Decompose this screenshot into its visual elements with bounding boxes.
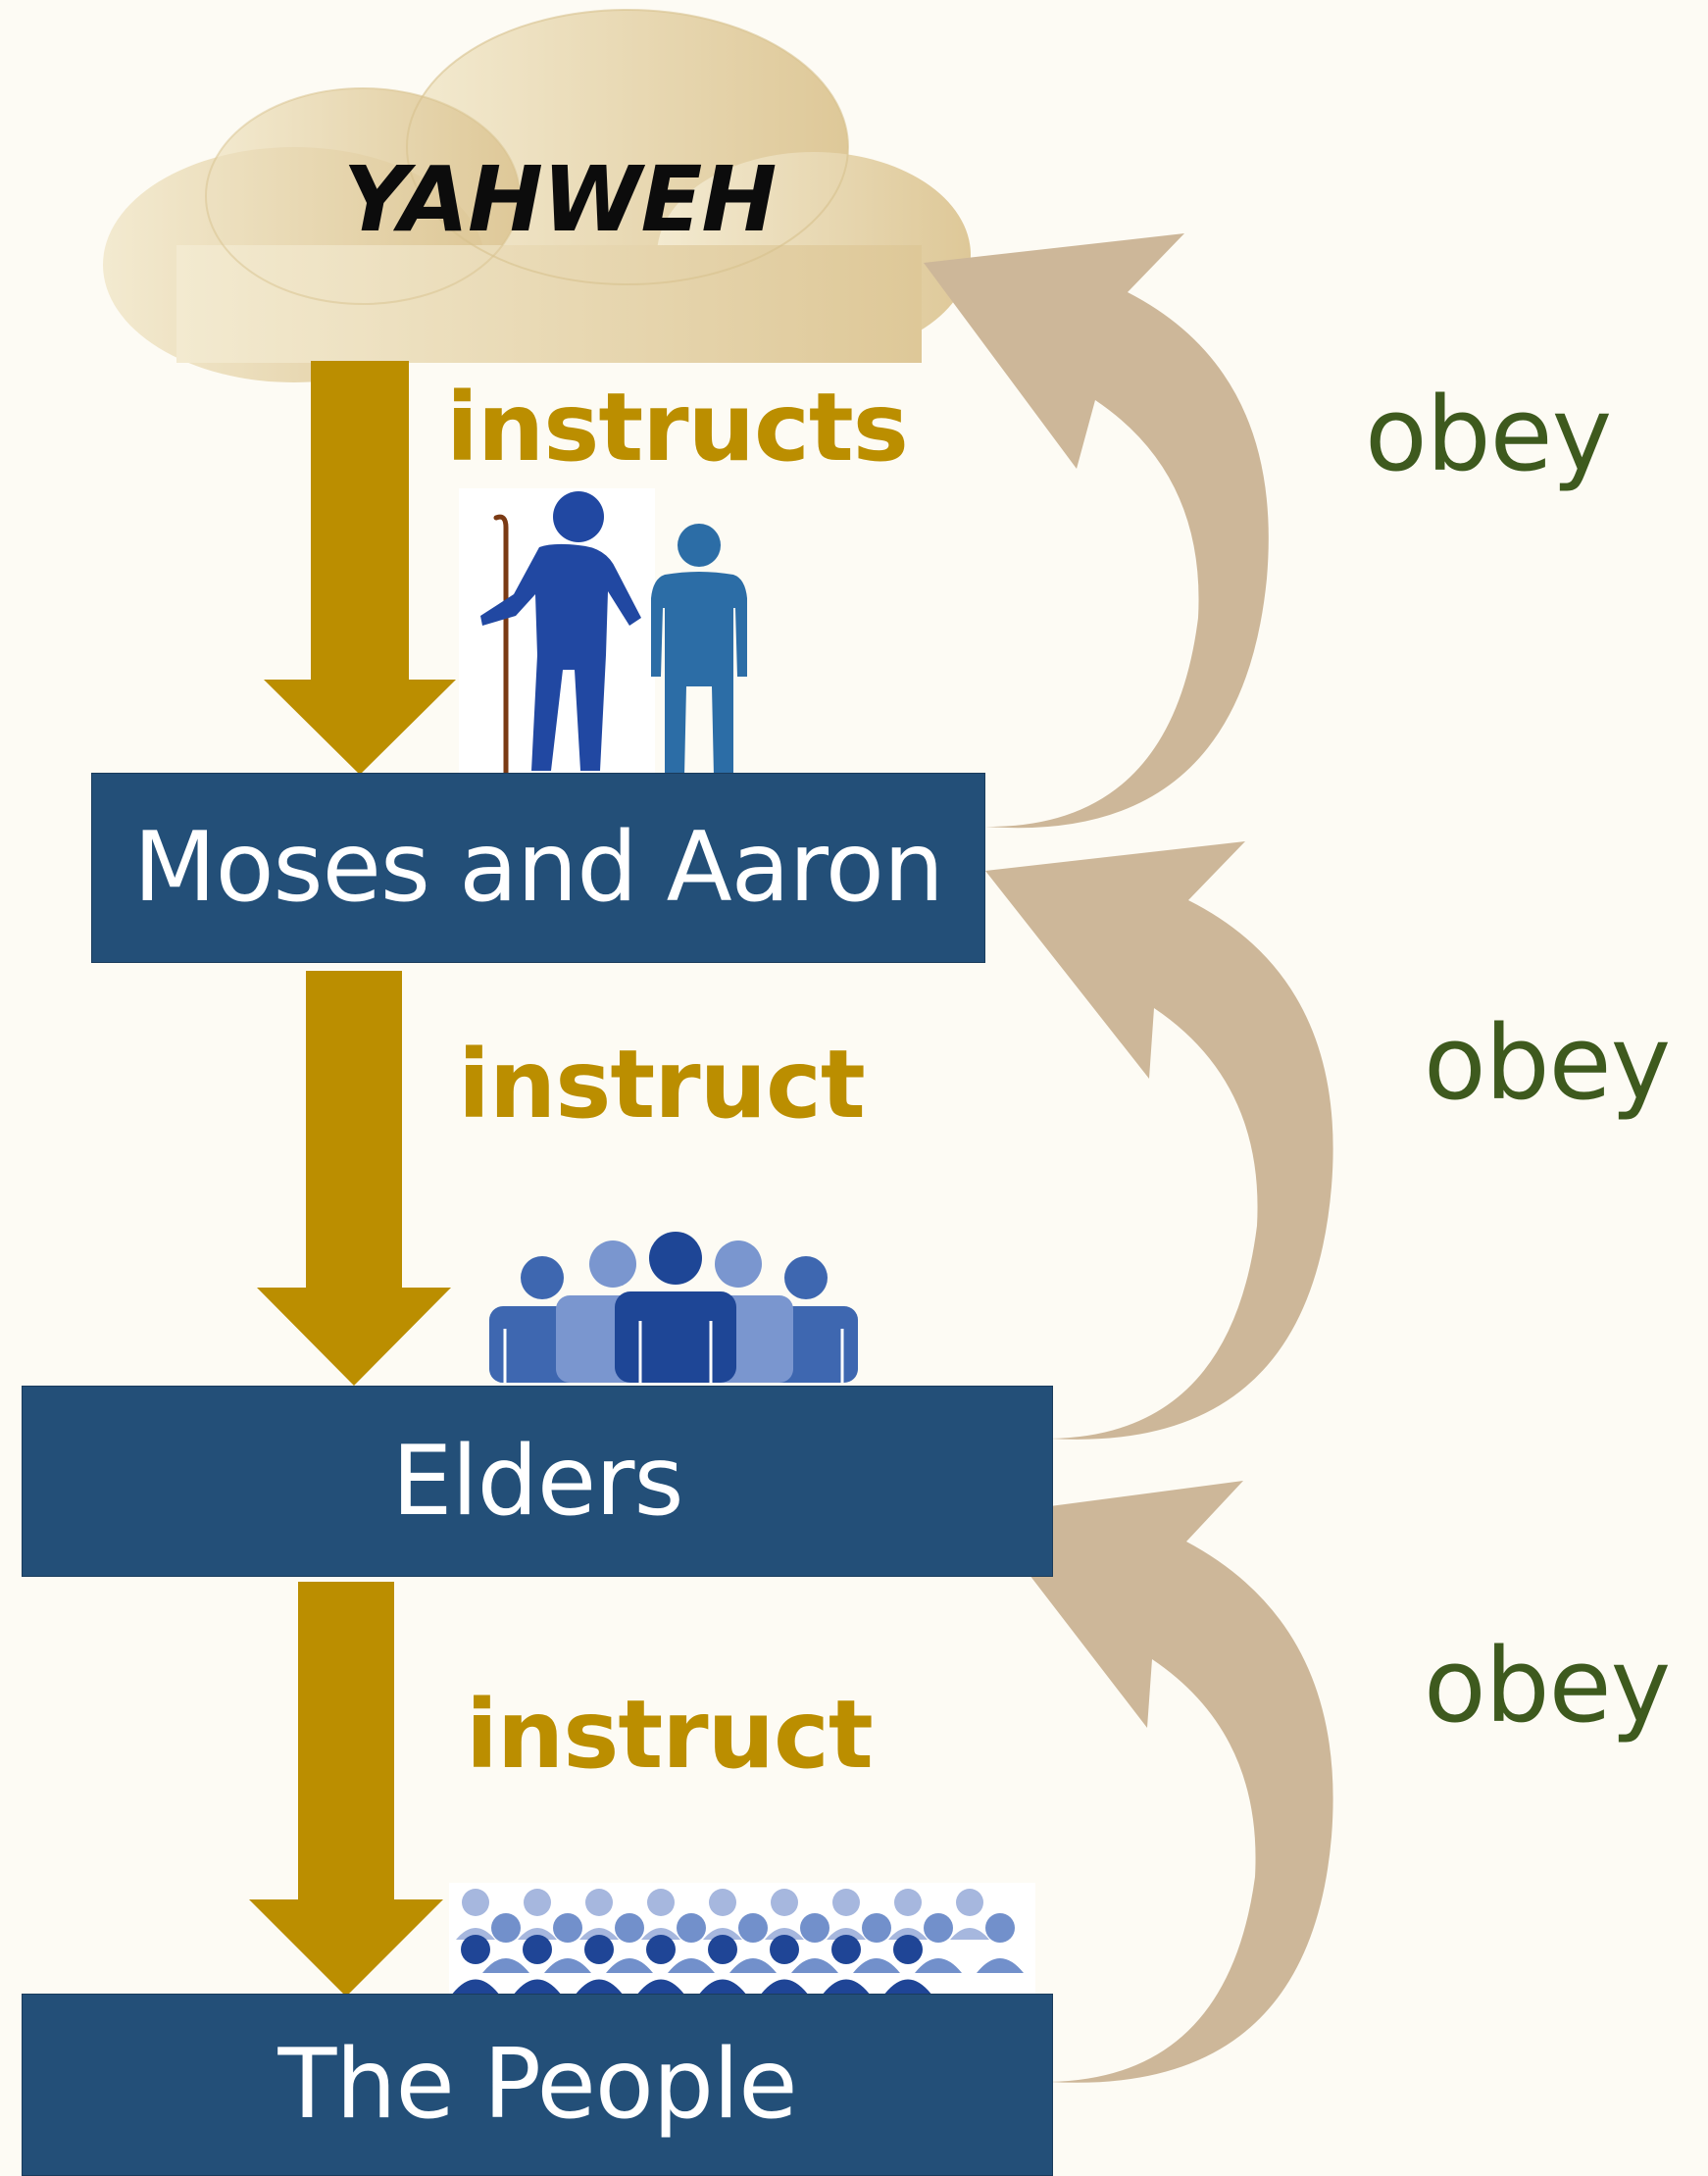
level-label: Moses and Aaron [133,812,944,924]
instruct-arrow-elders [257,971,451,1386]
level-box-the-people: The People [22,1994,1053,2176]
obey-label-1: obey [1365,375,1612,494]
level-box-elders: Elders [22,1386,1053,1577]
instruct-label-elders: instruct [458,1030,866,1139]
level-label: Elders [391,1425,684,1538]
obey-label-2: obey [1424,1003,1671,1123]
instructs-label: instructs [446,373,909,482]
yahweh-label: YAHWEH [343,147,777,252]
level-label: The People [277,2029,798,2141]
instructs-arrow [264,361,456,775]
obey-arrow-3 [983,1481,1333,2083]
level-box-moses-and-aaron: Moses and Aaron [91,773,985,963]
aaron-figure-icon [651,524,747,777]
obey-arrow-1 [924,233,1269,829]
instruct-arrow-people [249,1582,443,1997]
obey-arrow-2 [985,841,1333,1440]
people-crowd-icon [449,1883,1035,1996]
elders-group-icon [489,1232,858,1383]
instruct-label-people: instruct [466,1680,874,1790]
obey-label-3: obey [1424,1626,1671,1746]
moses-and-aaron-figures-icon [459,488,655,777]
